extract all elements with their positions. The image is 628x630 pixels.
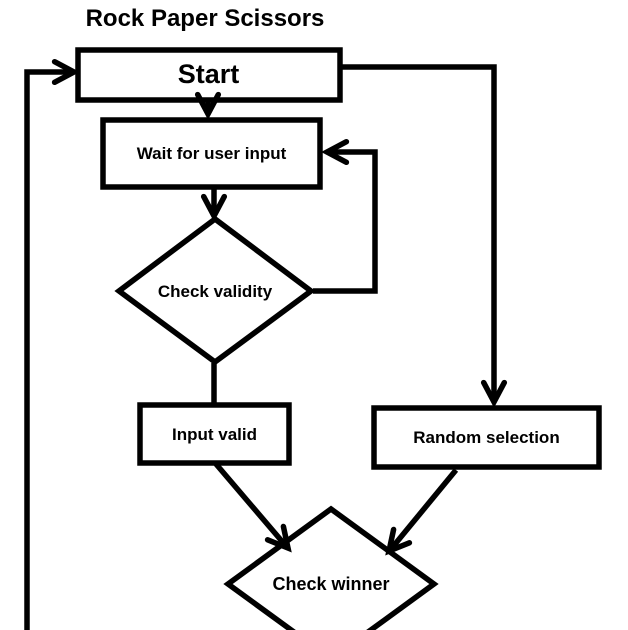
arrowhead-into-wait-top: [194, 91, 222, 120]
node-check-winner-diamond: [223, 505, 439, 630]
node-random-selection-label: Random selection: [413, 428, 560, 447]
node-input-valid-box: [137, 402, 292, 466]
node-start-box: [75, 47, 343, 103]
arrowhead-into-wait-right: [321, 138, 350, 166]
node-wait-input-label: Wait for user input: [136, 144, 287, 163]
edge-loop-to-start: [24, 69, 72, 630]
node-check-winner-label: Check winner: [272, 574, 390, 594]
node-check-validity-label: Check validity: [157, 281, 273, 301]
edge-input-valid-to-check-winner: [213, 462, 289, 548]
edge-check-validity-to-wait-loop: [313, 149, 378, 294]
arrowhead-into-random-selection: [480, 379, 508, 408]
arrowhead-into-check-winner-right: [385, 526, 413, 556]
node-wait-input-box: [100, 117, 323, 190]
node-check-validity-diamond: [114, 215, 316, 366]
diagram-title: Rock Paper Scissors: [85, 5, 325, 32]
arrowhead-into-check-winner-left: [264, 523, 292, 553]
edge-start-to-random-selection: [341, 64, 497, 399]
node-input-valid-label: Input valid: [172, 424, 257, 444]
arrowhead-into-start: [51, 58, 80, 86]
node-random-selection-box: [371, 405, 602, 470]
edge-random-selection-to-check-winner: [388, 468, 459, 551]
arrowhead-into-check-validity: [200, 193, 228, 222]
node-start-label: Start: [177, 59, 240, 89]
